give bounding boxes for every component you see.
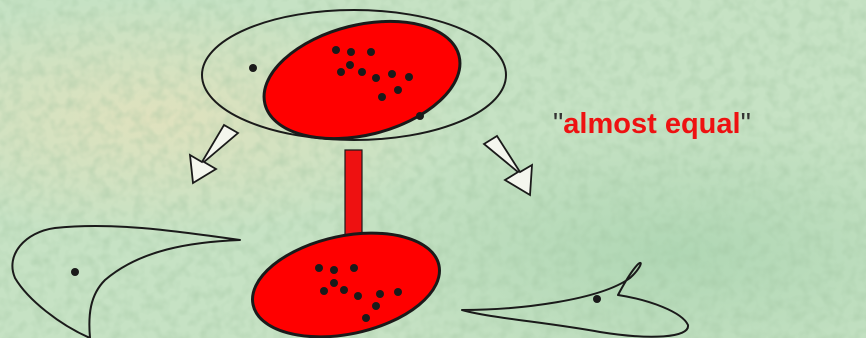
caption-open-quote: " <box>553 108 563 140</box>
dot <box>320 287 328 295</box>
dot <box>249 64 257 72</box>
caption-close-quote: " <box>741 108 751 140</box>
caption-text: almost equal <box>563 108 740 140</box>
dot <box>330 279 338 287</box>
dot <box>315 264 323 272</box>
dot <box>340 286 348 294</box>
dot <box>405 73 413 81</box>
almost-equal-caption: "almost equal" <box>553 108 751 141</box>
dot <box>593 295 601 303</box>
dot <box>376 290 384 298</box>
dot <box>367 48 375 56</box>
dot <box>388 70 396 78</box>
dot <box>330 266 338 274</box>
dot <box>347 48 355 56</box>
dot <box>71 268 79 276</box>
dot <box>372 302 380 310</box>
dot <box>378 93 386 101</box>
dot <box>350 264 358 272</box>
dot <box>362 314 370 322</box>
dot <box>337 68 345 76</box>
dot <box>332 46 340 54</box>
dot <box>394 86 402 94</box>
dot <box>394 288 402 296</box>
dot <box>372 74 380 82</box>
dot <box>346 61 354 69</box>
dot <box>416 112 424 120</box>
dot <box>358 68 366 76</box>
dot <box>354 292 362 300</box>
